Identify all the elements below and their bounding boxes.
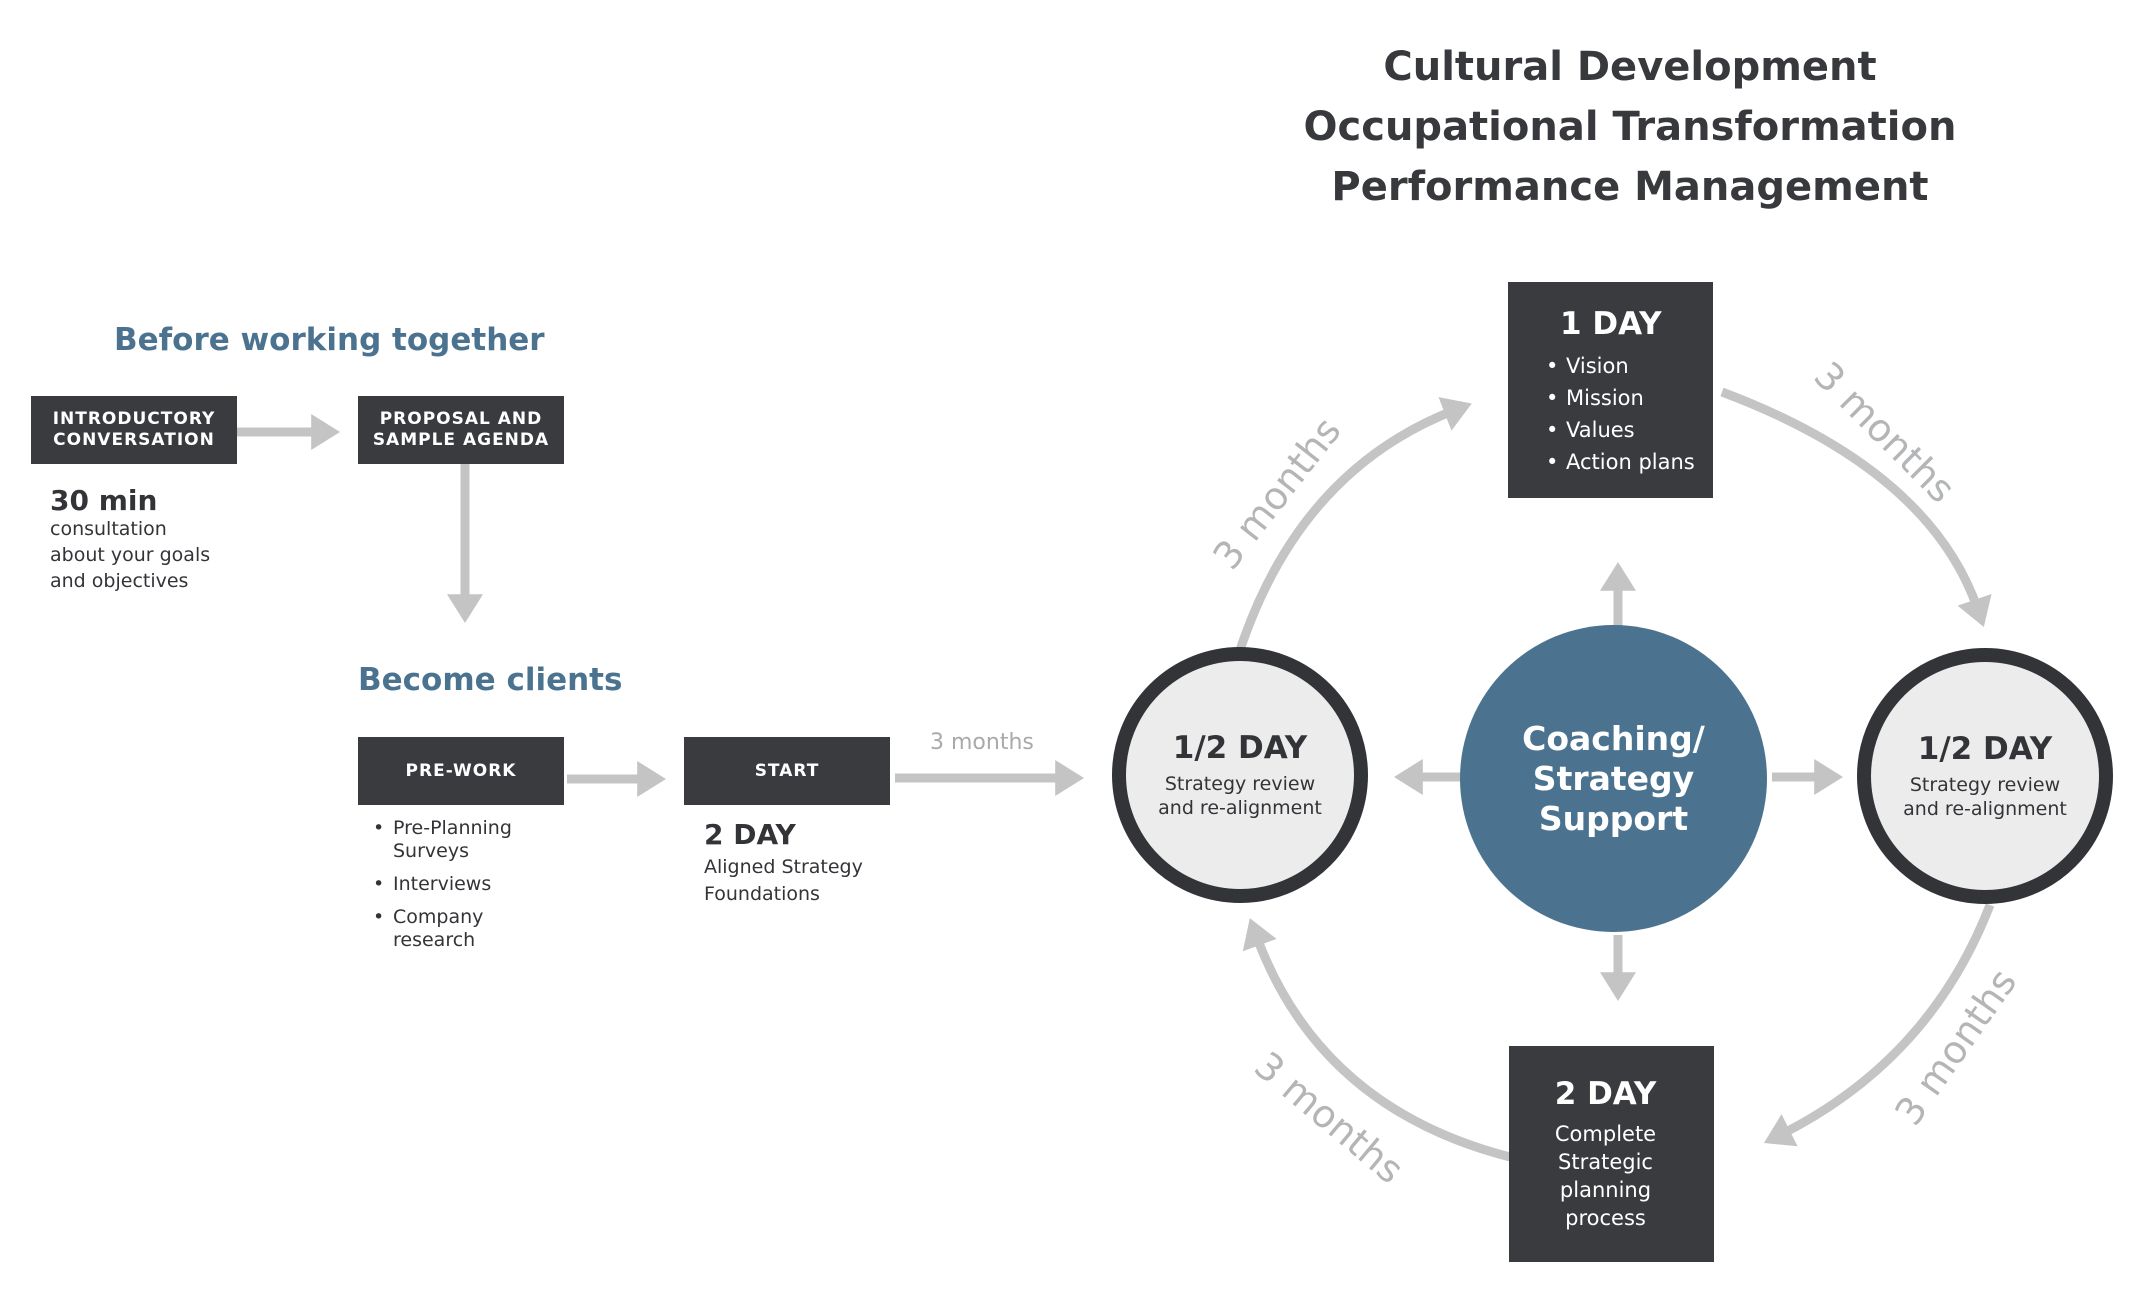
cycle-bottom-title: 2 DAY: [1554, 1076, 1657, 1112]
duration-desc-line-3: and objectives: [50, 570, 189, 592]
hub-line-1: Coaching/: [1522, 718, 1705, 758]
title-line-1: Cultural Development: [1383, 44, 1877, 90]
cycle-top-box: 1 DAY Vision Mission Values Action plans: [1508, 282, 1713, 498]
arc-top-to-right: [1720, 387, 1992, 628]
interval-label: 3 months: [930, 730, 1034, 755]
arc-bottom-to-left: [1242, 918, 1516, 1163]
arc-label-bottom-left: 3 months: [1246, 1043, 1412, 1192]
proposal-box: PROPOSAL AND SAMPLE AGENDA: [358, 396, 564, 464]
cycle-right-ring: 1/2 DAY Strategy review and re-alignment: [1857, 648, 2113, 904]
intro-box-line-1: INTRODUCTORY: [52, 409, 216, 429]
prework-item-text: Interviews: [393, 873, 492, 895]
cycle-left-line-1: Strategy review: [1164, 773, 1316, 795]
cycle-left-title: 1/2 DAY: [1172, 730, 1308, 766]
start-duration: 2 DAY: [704, 818, 796, 851]
prework-item-text: Surveys: [393, 840, 469, 862]
start-desc-line-2: Foundations: [704, 883, 820, 905]
cycle-bottom-box: 2 DAY Complete Strategic planning proces…: [1509, 1046, 1714, 1262]
cycle-top-item: Values: [1546, 414, 1695, 446]
before-heading: Before working together: [114, 322, 545, 358]
prework-item: Interviews: [373, 873, 573, 896]
cycle-right-line-1: Strategy review: [1909, 774, 2061, 796]
duration-desc-line-2: about your goals: [50, 544, 211, 566]
start-box-label: START: [754, 760, 820, 781]
arc-label-bottom-right: 3 months: [1886, 961, 2025, 1133]
hub-line-2: Strategy: [1532, 758, 1695, 798]
cycle-bottom-desc: Complete Strategic planning process: [1509, 1120, 1702, 1232]
become-clients-heading: Become clients: [358, 662, 623, 698]
cycle-left-line-2: and re-alignment: [1158, 797, 1322, 819]
prework-box: PRE-WORK: [358, 737, 564, 805]
proposal-box-line-1: PROPOSAL AND: [379, 409, 543, 429]
cycle-top-title: 1 DAY: [1560, 306, 1662, 342]
prework-item: Pre-Planning Surveys: [373, 817, 573, 863]
cycle-bottom-line: planning: [1559, 1178, 1652, 1202]
duration-desc-line-1: consultation: [50, 518, 167, 540]
intro-box-line-2: CONVERSATION: [53, 430, 215, 450]
cycle-top-item: Mission: [1546, 382, 1695, 414]
proposal-box-line-2: SAMPLE AGENDA: [372, 430, 550, 450]
prework-item-text: Pre-Planning: [393, 817, 512, 839]
start-desc-line-1: Aligned Strategy: [704, 856, 863, 878]
cycle-right-line-2: and re-alignment: [1903, 798, 2067, 820]
cycle-top-list: Vision Mission Values Action plans: [1546, 350, 1695, 478]
arc-right-to-bottom: [1763, 903, 1995, 1147]
cycle-bottom-line: Complete: [1554, 1122, 1657, 1146]
prework-item-text: Company: [393, 906, 484, 928]
start-description: Aligned Strategy Foundations: [704, 854, 863, 908]
cycle-top-item: Action plans: [1546, 446, 1695, 478]
prework-list: Pre-Planning Surveys Interviews Company …: [373, 817, 573, 952]
cycle-top-item: Vision: [1546, 350, 1695, 382]
introductory-conversation-box: INTRODUCTORY CONVERSATION: [31, 396, 237, 464]
title-line-3: Performance Management: [1331, 164, 1929, 210]
arc-label-top-right: 3 months: [1806, 353, 1964, 511]
cycle-left-ring: 1/2 DAY Strategy review and re-alignment: [1112, 647, 1368, 903]
hub-line-3: Support: [1538, 798, 1689, 838]
coaching-hub: Coaching/ Strategy Support: [1460, 625, 1767, 932]
prework-item-text: research: [393, 929, 476, 951]
duration-30-min: 30 min: [50, 484, 158, 517]
title-line-2: Occupational Transformation: [1303, 104, 1957, 150]
cycle-bottom-line: Strategic: [1558, 1150, 1653, 1174]
prework-box-label: PRE-WORK: [405, 760, 517, 781]
start-box: START: [684, 737, 890, 805]
duration-description: consultation about your goals and object…: [50, 516, 210, 594]
arc-left-to-top: [1235, 397, 1472, 652]
prework-item: Company research: [373, 906, 573, 952]
cycle-bottom-line: process: [1565, 1206, 1646, 1230]
cycle-right-title: 1/2 DAY: [1917, 731, 2053, 767]
